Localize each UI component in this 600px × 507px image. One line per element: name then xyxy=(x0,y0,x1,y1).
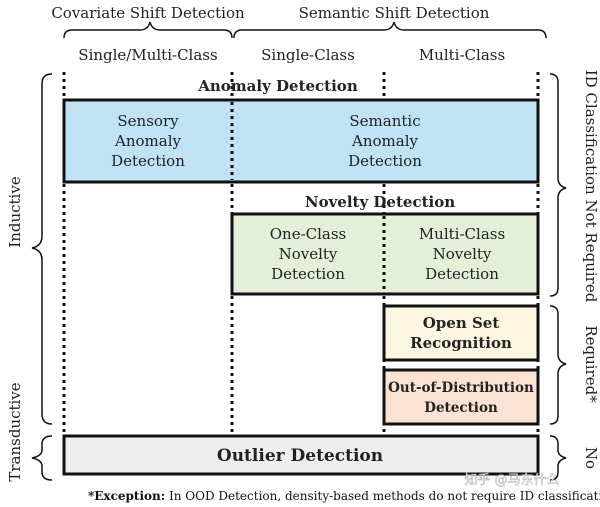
semantic-line-2: Anomaly xyxy=(351,132,418,150)
covariate-shift-label: Covariate Shift Detection xyxy=(51,4,245,22)
multi-class-line-1: Multi-Class xyxy=(419,225,505,243)
one-class-line-1: One-Class xyxy=(270,225,347,243)
required-label: Required* xyxy=(582,325,600,403)
open-set-line-2: Recognition xyxy=(410,334,512,352)
watermark: 知乎 @马东什么 xyxy=(464,472,559,488)
outlier-detection-box xyxy=(62,434,540,476)
multi-class-label: Multi-Class xyxy=(419,46,505,64)
multi-class-novelty-text: Multi-Class Novelty Detection xyxy=(419,225,505,283)
ood-detection-box xyxy=(382,368,540,426)
multi-class-line-3: Detection xyxy=(425,265,499,283)
anomaly-detection-box xyxy=(62,98,540,184)
semantic-anomaly-text: Semantic Anomaly Detection xyxy=(348,112,422,170)
sensory-line-3: Detection xyxy=(111,152,185,170)
footnote-text: In OOD Detection, density-based methods … xyxy=(165,489,600,503)
one-class-line-2: Novelty xyxy=(279,245,338,263)
sensory-line-1: Sensory xyxy=(117,112,179,130)
no-label: No xyxy=(582,447,600,469)
transductive-label: Transductive xyxy=(6,382,24,481)
semantic-brace xyxy=(233,21,547,39)
covariate-brace xyxy=(63,21,233,39)
outlier-detection-title: Outlier Detection xyxy=(217,446,383,466)
open-set-line-1: Open Set xyxy=(423,314,500,332)
semantic-line-1: Semantic xyxy=(349,112,420,130)
novelty-detection-title: Novelty Detection xyxy=(305,193,455,211)
footnote: *Exception: In OOD Detection, density-ba… xyxy=(88,489,600,503)
semantic-shift-label: Semantic Shift Detection xyxy=(299,4,490,22)
inductive-brace xyxy=(31,73,53,425)
footnote-exception-label: *Exception: xyxy=(88,489,165,503)
ood-line-2: Detection xyxy=(424,400,498,416)
semantic-line-3: Detection xyxy=(348,152,422,170)
inductive-label: Inductive xyxy=(6,176,24,248)
no-brace xyxy=(549,435,567,481)
one-class-novelty-text: One-Class Novelty Detection xyxy=(270,225,347,283)
ood-line-1: Out-of-Distribution xyxy=(388,380,534,396)
open-set-recognition-box xyxy=(382,304,540,362)
not-required-brace xyxy=(549,73,567,297)
single-multi-class-label: Single/Multi-Class xyxy=(78,46,217,64)
one-class-line-3: Detection xyxy=(271,265,345,283)
sensory-line-2: Anomaly xyxy=(114,132,181,150)
required-brace xyxy=(549,305,567,425)
single-class-label: Single-Class xyxy=(261,46,355,64)
sensory-anomaly-text: Sensory Anomaly Detection xyxy=(111,112,185,170)
multi-class-line-2: Novelty xyxy=(433,245,492,263)
transductive-brace xyxy=(31,435,53,481)
id-classification-not-required-label: ID Classification Not Required xyxy=(582,70,600,303)
anomaly-detection-title: Anomaly Detection xyxy=(197,77,358,95)
